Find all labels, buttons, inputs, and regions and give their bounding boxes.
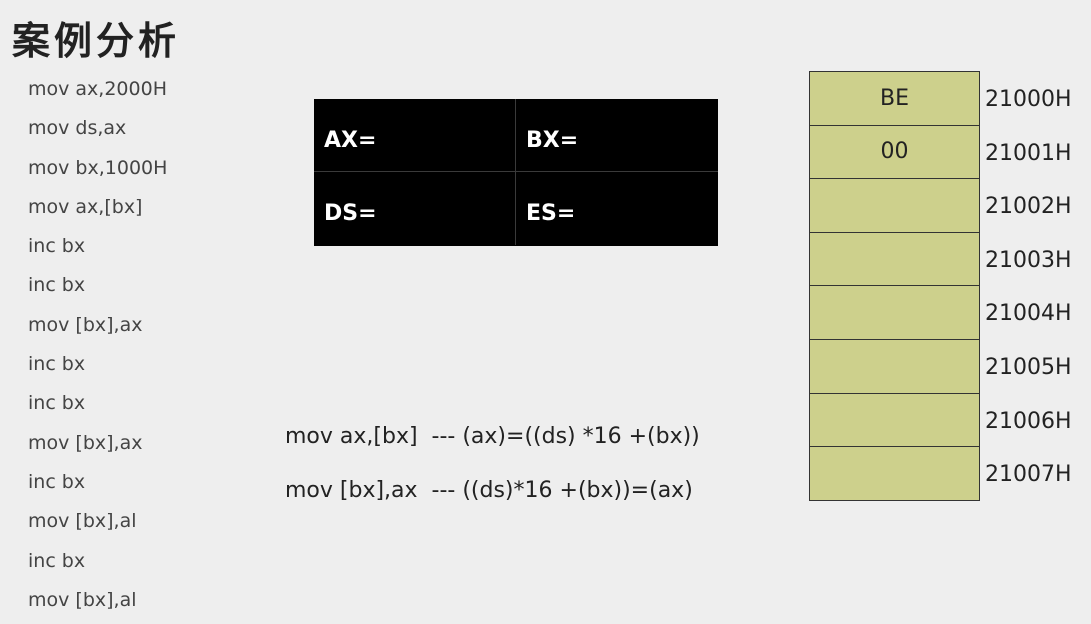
code-line: inc bx — [28, 470, 86, 493]
memory-row: 21004H — [809, 285, 1072, 340]
slide-title: 案例分析 — [12, 18, 181, 63]
code-line: mov [bx],ax — [28, 313, 143, 336]
code-line: mov [bx],al — [28, 510, 137, 533]
register-bx: BX= — [516, 99, 718, 172]
code-line: mov [bx],al — [28, 588, 137, 611]
code-line: inc bx — [28, 274, 86, 297]
register-es: ES= — [526, 201, 576, 226]
memory-address: 21004H — [985, 301, 1072, 327]
code-line: inc bx — [28, 353, 86, 376]
memory-address: 21006H — [985, 408, 1072, 434]
code-line: inc bx — [28, 235, 86, 258]
register-panel: AX= BX= DS= ES= — [314, 99, 718, 246]
code-line: mov ax,[bx] — [28, 195, 143, 218]
memory-cell — [809, 178, 980, 233]
code-line: inc bx — [28, 549, 86, 572]
memory-table: BE 21000H 00 21001H 21002H 21003H 21004H… — [809, 71, 1072, 501]
memory-address: 21007H — [985, 462, 1072, 488]
memory-row: 21007H — [809, 446, 1072, 501]
memory-address: 21002H — [985, 194, 1072, 220]
formula-block: mov ax,[bx] --- (ax)=((ds) *16 +(bx)) mo… — [285, 418, 700, 526]
memory-cell — [809, 392, 980, 448]
memory-cell: BE — [809, 71, 980, 126]
memory-row: 21006H — [809, 392, 1072, 448]
code-line: mov ax,2000H — [28, 78, 167, 100]
memory-cell: 00 — [809, 124, 980, 180]
memory-row: 21003H — [809, 231, 1072, 287]
code-listing: mov ax,2000H mov ds,ax mov bx,1000H mov … — [28, 74, 167, 624]
code-line: inc bx — [28, 392, 86, 415]
memory-address: 21001H — [985, 140, 1072, 166]
formula-load: mov ax,[bx] --- (ax)=((ds) *16 +(bx)) — [285, 424, 700, 449]
memory-row: 21005H — [809, 338, 1072, 394]
memory-cell — [809, 338, 980, 394]
register-ds: DS= — [314, 172, 516, 245]
memory-cell — [809, 231, 980, 287]
code-line: mov bx,1000H — [28, 156, 168, 179]
memory-cell — [809, 446, 980, 501]
code-line: mov [bx],ax — [28, 431, 143, 454]
formula-store: mov [bx],ax --- ((ds)*16 +(bx))=(ax) — [285, 478, 693, 503]
memory-cell — [809, 285, 980, 340]
memory-address: 21003H — [985, 247, 1072, 273]
memory-row: 00 21001H — [809, 124, 1072, 180]
memory-row: 21002H — [809, 178, 1072, 233]
register-ax: AX= — [314, 99, 516, 172]
code-line: mov ds,ax — [28, 117, 127, 140]
memory-address: 21005H — [985, 354, 1072, 380]
memory-address: 21000H — [985, 87, 1072, 112]
memory-row: BE 21000H — [809, 71, 1072, 126]
